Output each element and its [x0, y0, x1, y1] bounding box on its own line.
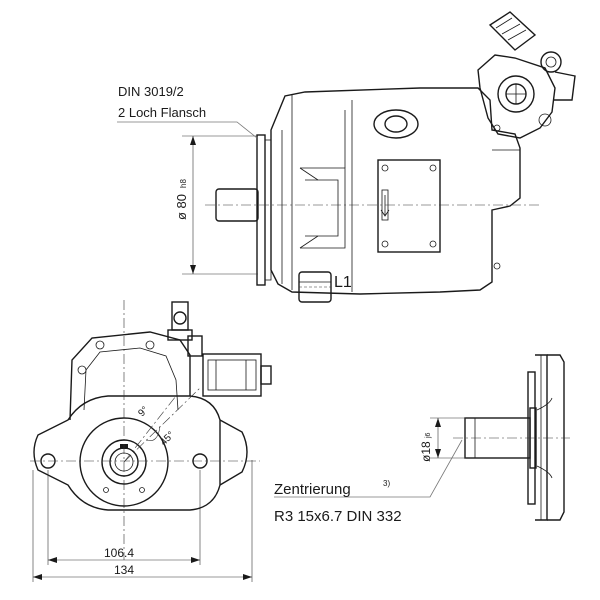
front-housing-inner	[83, 347, 179, 411]
front-flange-outline	[33, 395, 221, 511]
top-port-hole	[384, 115, 408, 133]
centering-title-label: Zentrierung	[274, 481, 351, 498]
flange-leader	[117, 121, 258, 139]
arrow-up-icon	[190, 136, 196, 145]
detail-seal-line	[536, 465, 553, 479]
angle-line-9	[123, 395, 177, 463]
adjust-screw-inner	[545, 56, 557, 68]
flange-step	[264, 139, 272, 281]
adjust-nut	[488, 11, 537, 51]
swash-housing-inner	[305, 179, 339, 237]
cover-screw-icon	[429, 164, 437, 172]
flange-standard-label: DIN 3019/2	[118, 84, 184, 99]
controller-port-outer	[497, 75, 535, 113]
vent-plug-icon	[493, 262, 501, 270]
top-fitting-port	[173, 311, 187, 325]
arrow-right-icon	[243, 574, 252, 580]
cover-plate	[377, 159, 441, 253]
side-view	[117, 11, 576, 303]
swash-housing	[300, 167, 346, 249]
centering-spec-label: R3 15x6.7 DIN 332	[274, 508, 402, 525]
pilot-marker-icon	[139, 487, 145, 493]
angle-45-label: 45°	[158, 430, 176, 448]
crosshair-icon	[506, 84, 526, 104]
cover-screw-icon	[429, 240, 437, 248]
pilot-marker-icon	[103, 487, 109, 493]
housing-screw-icon	[145, 340, 155, 350]
pilot-diameter-label: ø 80	[174, 194, 189, 220]
front-housing-outline	[69, 331, 191, 421]
port-l1-label: L1	[334, 274, 352, 291]
arrow-left-icon	[48, 557, 57, 563]
top-fitting-body	[171, 301, 189, 331]
arrow-up-icon	[435, 418, 441, 427]
fitting-adapter	[187, 335, 203, 357]
shaft-detail-view	[274, 354, 570, 521]
adjust-screw-outer	[540, 51, 562, 73]
detail-seal-line	[536, 397, 553, 411]
pump-body-outline	[270, 87, 521, 295]
controller-bolt-icon	[538, 113, 552, 127]
front-controller-face	[207, 359, 257, 391]
arrow-left-icon	[33, 574, 42, 580]
pilot-tolerance-label: h8	[179, 179, 188, 188]
angle-9-label: 9°	[136, 405, 151, 420]
controller-side-block	[553, 71, 576, 101]
arrow-down-icon	[435, 449, 441, 458]
centering-footnote: 3)	[383, 479, 390, 488]
adjust-nut-flats	[495, 17, 527, 41]
flange-type-label: 2 Loch Flansch	[118, 105, 206, 120]
detail-flange-body	[547, 354, 565, 521]
pressure-controller	[477, 11, 576, 139]
top-port-boss	[373, 109, 419, 139]
arrow-down-icon	[190, 265, 196, 274]
housing-screw-icon	[95, 340, 105, 350]
cover-screw-icon	[381, 164, 389, 172]
front-controller-plug	[260, 365, 272, 385]
shaft-diameter-label: ø18	[419, 441, 433, 462]
centering-leader	[274, 439, 463, 498]
shaft-tolerance-label: j6	[425, 432, 432, 439]
angle-line-45	[123, 387, 201, 463]
drive-shaft	[215, 188, 259, 222]
swash-line-a	[299, 167, 319, 181]
arrow-right-icon	[191, 557, 200, 563]
angle-arc	[145, 425, 161, 441]
width-inner-label: 106.4	[104, 546, 134, 560]
cover-screw-icon	[381, 240, 389, 248]
front-flange-right-ear	[219, 419, 248, 486]
swash-line-b	[299, 235, 319, 249]
housing-screw-icon	[77, 365, 87, 375]
width-outer-label: 134	[114, 563, 134, 577]
front-view	[30, 300, 272, 582]
